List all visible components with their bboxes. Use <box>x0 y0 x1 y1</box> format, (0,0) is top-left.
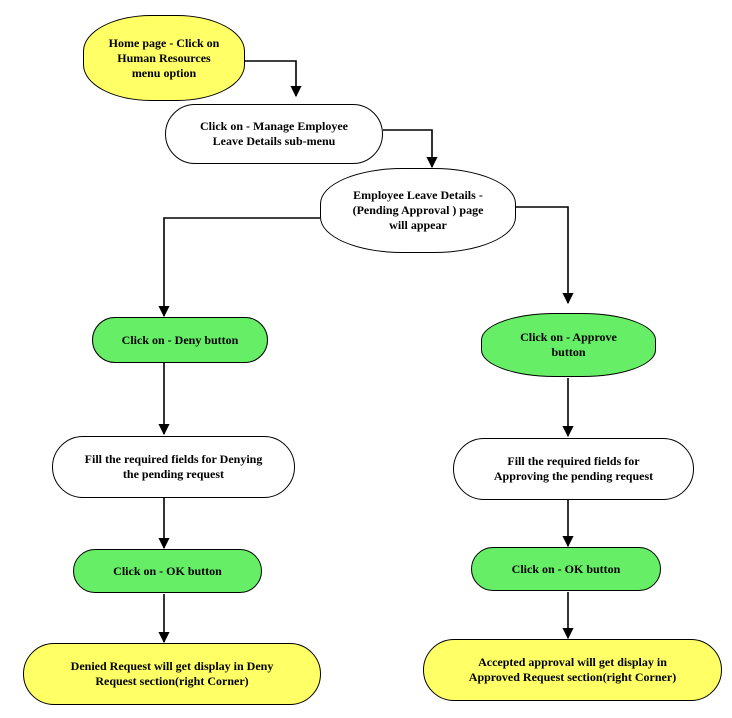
node-ok-button-right: Click on - OK button <box>471 547 661 591</box>
arrow-pending-to-approve <box>516 206 574 305</box>
node-home-page: Home page - Click on Human Resources men… <box>83 15 245 101</box>
arrow-pending-to-deny <box>158 217 320 318</box>
node-denied-request: Denied Request will get display in Deny … <box>23 643 321 705</box>
arrow-home-to-manage <box>244 60 302 98</box>
node-accepted-approval: Accepted approval will get display in Ap… <box>423 639 722 701</box>
node-manage-leave-details: Click on - Manage Employee Leave Details… <box>165 104 383 164</box>
arrow-manage-to-pending <box>383 129 438 169</box>
node-approve-button: Click on - Approve button <box>481 313 656 377</box>
node-fill-deny-fields: Fill the required fields for Denying the… <box>52 436 295 498</box>
node-ok-button-left: Click on - OK button <box>73 549 262 593</box>
node-pending-approval-page: Employee Leave Details - (Pending Approv… <box>320 168 516 253</box>
node-deny-button: Click on - Deny button <box>92 317 268 363</box>
node-fill-approve-fields: Fill the required fields for Approving t… <box>453 438 694 500</box>
